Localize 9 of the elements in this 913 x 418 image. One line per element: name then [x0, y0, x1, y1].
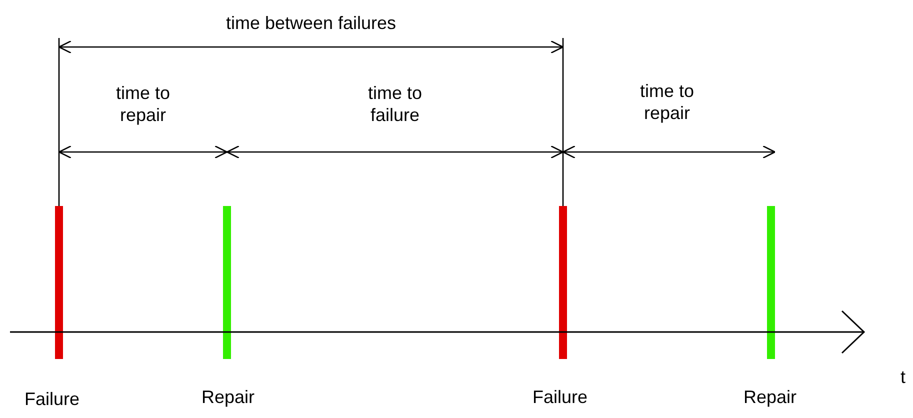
event-label: Repair	[200, 386, 256, 408]
axis-label: t	[899, 366, 906, 388]
dimension-label: time to repair	[638, 80, 696, 124]
event-label: Repair	[742, 386, 798, 408]
dimension-label: time to repair	[114, 82, 172, 126]
dimension-label: time to failure	[366, 82, 424, 126]
dimension-label: time between failures	[224, 12, 398, 34]
event-label: Failure	[23, 388, 81, 410]
event-label: Failure	[531, 386, 589, 408]
